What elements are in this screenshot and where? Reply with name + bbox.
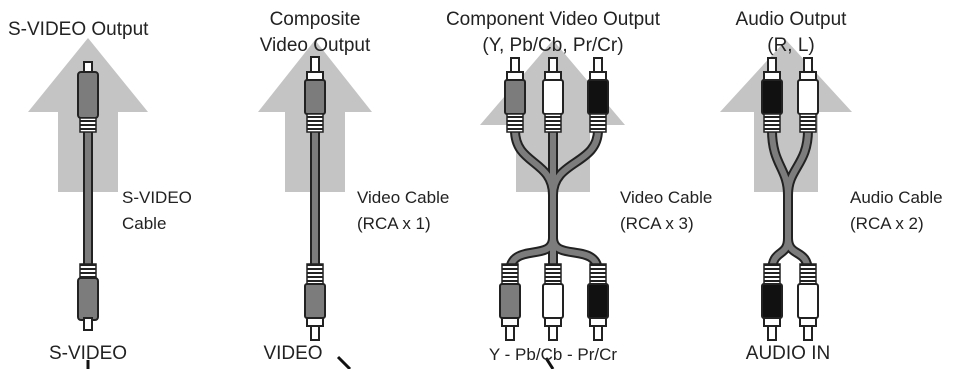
audio-arrow-icon bbox=[720, 40, 852, 192]
component-cable-label-line1: Video Cable bbox=[620, 188, 713, 207]
audio-plugs bbox=[761, 57, 819, 341]
audio-cable-label-line2: (RCA x 2) bbox=[850, 214, 924, 233]
component-title-line2: (Y, Pb/Cb, Pr/Cr) bbox=[482, 35, 624, 56]
audio-cable-label-line1: Audio Cable bbox=[850, 188, 943, 207]
composite-cable-label-line2: (RCA x 1) bbox=[357, 214, 431, 233]
component-plugs bbox=[499, 57, 609, 341]
component-cable-label-line2: (RCA x 3) bbox=[620, 214, 694, 233]
video-input-label: VIDEO bbox=[263, 343, 323, 364]
svideo-cable-label-line1: S-VIDEO bbox=[122, 188, 192, 207]
audio-title-line1: Audio Output bbox=[735, 9, 847, 30]
svideo-output-title: S-VIDEO Output bbox=[8, 19, 149, 40]
composite-cable bbox=[304, 56, 326, 341]
svideo-input-label: S-VIDEO bbox=[48, 343, 128, 364]
composite-title-line1: Composite bbox=[269, 9, 361, 30]
component-input-label: Y - Pb/Cb - Pr/Cr bbox=[488, 345, 618, 364]
composite-cable-label-line1: Video Cable bbox=[357, 188, 450, 207]
audio-title-line2: (R, L) bbox=[767, 35, 815, 56]
svideo-cable bbox=[77, 61, 99, 331]
audio-input-label: AUDIO IN bbox=[745, 343, 831, 364]
component-title-line1: Component Video Output bbox=[445, 9, 661, 30]
pointer-marks bbox=[86, 355, 555, 369]
svideo-cable-label-line2: Cable bbox=[122, 214, 167, 233]
component-cable bbox=[505, 125, 603, 277]
composite-title-line2: Video Output bbox=[259, 35, 371, 56]
